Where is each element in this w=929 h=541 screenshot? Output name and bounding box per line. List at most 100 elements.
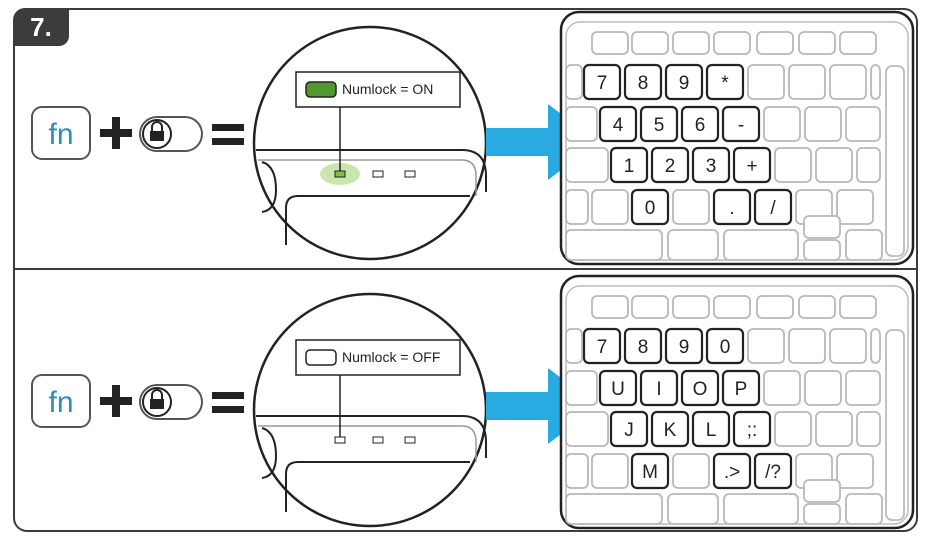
instruction-frame: [13, 8, 918, 532]
key-label: 8: [638, 73, 649, 94]
fn-key: fn: [31, 374, 91, 428]
plain-key: [763, 370, 801, 406]
modifier-key: [565, 493, 663, 525]
section-divider: [15, 268, 916, 270]
arrow-key-right: [845, 493, 883, 525]
wide-key: [856, 147, 881, 183]
keyboard-side-panel: [885, 329, 905, 521]
row-numlock-on: fn: [31, 10, 915, 266]
filler-key: [565, 64, 583, 100]
capslock-led: [372, 436, 384, 444]
function-key: [713, 295, 751, 319]
key-label: P: [735, 379, 748, 400]
function-key: [591, 31, 629, 55]
highlighted-key: [598, 105, 638, 143]
lock-key: [139, 116, 203, 152]
function-key: [756, 31, 794, 55]
key-label: K: [664, 420, 677, 441]
key-label: *: [721, 73, 729, 94]
numlock-callout: Numlock = OFF: [295, 339, 461, 376]
highlighted-key: [691, 146, 731, 184]
key-label: 0: [645, 198, 656, 219]
function-key: [839, 31, 877, 55]
caps-key: [565, 147, 609, 183]
key-label: -: [738, 115, 744, 136]
key-label: L: [706, 420, 717, 441]
function-key: [713, 31, 751, 55]
fn-key-label: fn: [48, 118, 73, 151]
plain-key: [836, 189, 874, 225]
key-label: 7: [597, 337, 608, 358]
filler-key: [591, 453, 629, 489]
key-label: .: [729, 198, 734, 219]
arrow-key-down: [803, 239, 841, 261]
plain-key: [815, 147, 853, 183]
highlighted-key: [650, 146, 690, 184]
plain-key: [815, 411, 853, 447]
plain-key: [829, 64, 867, 100]
key-label: 8: [638, 337, 649, 358]
modifier-key: [667, 229, 719, 261]
numlock-callout: Numlock = ON: [295, 71, 461, 108]
plain-key: [672, 189, 710, 225]
plain-key: [804, 106, 842, 142]
key-label: /?: [765, 462, 781, 483]
plain-key: [804, 370, 842, 406]
lock-icon: [150, 389, 164, 409]
plain-key: [672, 453, 710, 489]
fn-key: fn: [31, 106, 91, 160]
highlighted-key: [712, 188, 752, 226]
filler-key: [591, 189, 629, 225]
arrow-key-down: [803, 503, 841, 525]
status-led: [404, 170, 416, 178]
status-led: [404, 436, 416, 444]
space-key: [723, 229, 799, 261]
tab-key: [565, 106, 598, 142]
key-label: 6: [695, 115, 706, 136]
key-label: M: [642, 462, 658, 483]
plain-key: [788, 328, 826, 364]
key-label: 2: [665, 156, 676, 177]
fn-key-label: fn: [48, 386, 73, 419]
highlighted-key: [630, 188, 670, 226]
key-label: 3: [706, 156, 717, 177]
shift-key: [565, 189, 589, 225]
arrow-key-up: [803, 479, 841, 503]
highlighted-key: [753, 188, 793, 226]
highlighted-key: [639, 105, 679, 143]
indicator-magnifier: Numlock = OFF: [252, 292, 488, 528]
highlighted-key: [598, 369, 638, 407]
highlighted-key: [623, 63, 663, 101]
function-key: [631, 295, 669, 319]
plain-key: [763, 106, 801, 142]
numlock-off-indicator: [305, 349, 337, 366]
highlighted-key: [705, 63, 745, 101]
numlock-led: [334, 436, 346, 444]
highlighted-key: [705, 327, 745, 365]
lock-key: [139, 384, 203, 420]
key-label: ;:: [747, 420, 758, 441]
highlighted-key: [582, 63, 622, 101]
plus-sign: [100, 117, 132, 149]
tab-key: [565, 370, 598, 406]
plain-key: [774, 411, 812, 447]
wide-key: [870, 328, 881, 364]
plain-key: [774, 147, 812, 183]
equals-sign: [212, 392, 244, 413]
key-label: J: [624, 420, 634, 441]
function-key: [798, 31, 836, 55]
arrow-key-up: [803, 215, 841, 239]
key-label: U: [611, 379, 625, 400]
plain-key: [829, 328, 867, 364]
key-label: 9: [679, 337, 690, 358]
plus-sign: [100, 385, 132, 417]
wide-key: [845, 370, 881, 406]
highlighted-key: [680, 105, 720, 143]
key-label: 4: [613, 115, 624, 136]
highlighted-key: [609, 410, 649, 448]
function-key: [756, 295, 794, 319]
step-number-badge: 7.: [13, 8, 69, 46]
